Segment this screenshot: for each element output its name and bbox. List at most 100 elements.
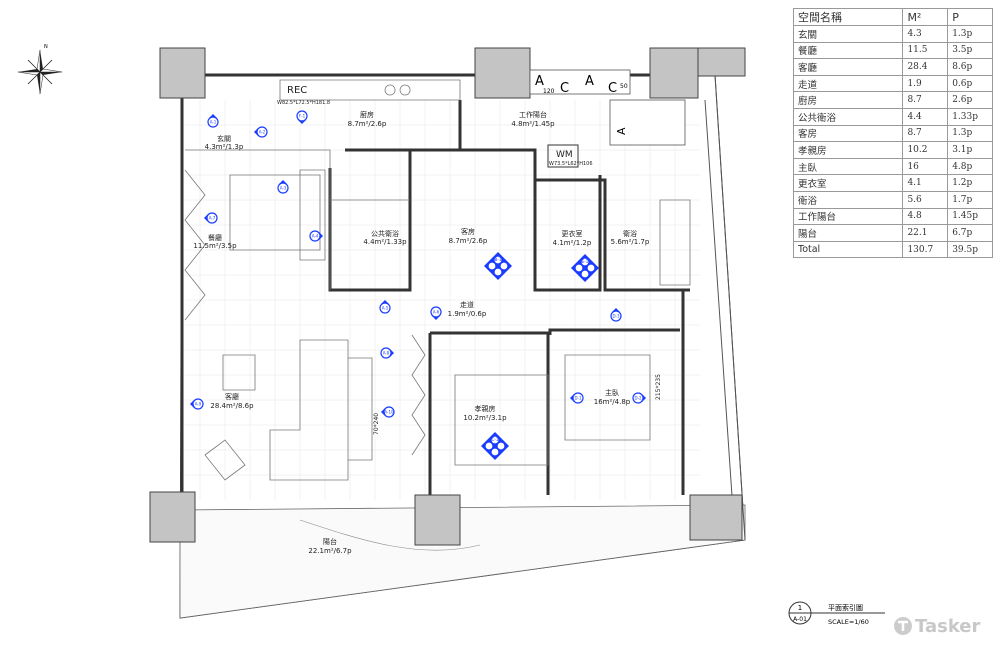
- area-m2-cell: 11.5: [902, 41, 949, 60]
- drawing-number: 1: [798, 604, 802, 612]
- svg-text:A-2: A-2: [259, 130, 266, 135]
- area-m2-cell: 8.7: [902, 91, 949, 109]
- view-marker: A-7: [204, 212, 218, 224]
- svg-text:A-7: A-7: [209, 216, 216, 221]
- svg-text:4.8m²/1.45p: 4.8m²/1.45p: [511, 120, 555, 128]
- view-marker: A-9: [190, 398, 204, 410]
- svg-text:5.6m²/1.7p: 5.6m²/1.7p: [611, 238, 650, 246]
- area-m2-cell: 4.1: [902, 174, 949, 192]
- room-master: 主臥: [605, 388, 619, 397]
- drawing-scale: SCALE=1/60: [828, 618, 869, 626]
- view-marker: A-6: [430, 306, 442, 320]
- area-ping-cell: 1.2p: [947, 174, 993, 192]
- svg-text:A: A: [585, 74, 594, 89]
- svg-text:10.2m²/3.1p: 10.2m²/3.1p: [463, 414, 507, 422]
- room-name-cell: 孝親房: [792, 141, 904, 159]
- view-marker: D-2: [632, 392, 646, 404]
- area-m2-cell: 22.1: [902, 224, 949, 242]
- north-label: N: [44, 44, 48, 50]
- svg-text:C: C: [608, 81, 617, 96]
- svg-text:215*235: 215*235: [655, 374, 662, 400]
- tv-cabinet: [348, 357, 373, 461]
- area-m2-cell: 4.3: [902, 25, 949, 43]
- svg-text:28.4m²/8.6p: 28.4m²/8.6p: [210, 402, 254, 410]
- room-entry: 玄關: [217, 134, 231, 143]
- compass-icon: N: [17, 44, 63, 95]
- tasker-logo-icon: [894, 617, 912, 635]
- room-parents: 孝親房: [475, 404, 496, 413]
- sheet-number: A-01: [793, 616, 807, 623]
- svg-text:11.5m²/3.5p: 11.5m²/3.5p: [193, 242, 237, 250]
- area-ping-cell: 4.8p: [947, 157, 993, 176]
- svg-text:8.7m²/2.6p: 8.7m²/2.6p: [449, 237, 488, 245]
- room-name-cell: 工作陽台: [792, 207, 904, 226]
- room-name-cell: 客廳: [792, 58, 904, 76]
- area-ping-cell: 1.3p: [947, 124, 993, 143]
- view-marker: A-1: [207, 114, 219, 128]
- room-kitchen: 廚房: [360, 110, 374, 119]
- room-labels: 玄關4.3m²/1.3p 廚房8.7m²/2.6p 工作陽台4.8m²/1.45…: [193, 110, 649, 555]
- svg-text:D-2: D-2: [634, 396, 642, 401]
- view-marker: A-3: [277, 180, 289, 194]
- view-marker: E-1: [571, 254, 599, 282]
- area-m2-cell: 8.7: [902, 124, 949, 143]
- svg-text:120: 120: [543, 88, 555, 95]
- svg-text:A-8: A-8: [383, 351, 390, 356]
- view-markers: A-1 F-1 A-2 A-3 A-7 A-4 B-1 A-5 A-6 A-8 …: [190, 110, 646, 460]
- svg-text:E-1: E-1: [582, 259, 589, 264]
- room-service-balcony: 工作陽台: [519, 110, 547, 119]
- view-marker: A-2: [254, 126, 268, 138]
- room-name-cell: 走道: [792, 74, 904, 93]
- dining-table: [229, 174, 321, 251]
- view-marker: F-1: [296, 110, 308, 124]
- svg-text:A-9: A-9: [195, 402, 202, 407]
- svg-text:8.7m²/2.6p: 8.7m²/2.6p: [348, 120, 387, 128]
- svg-text:4.1m²/1.2p: 4.1m²/1.2p: [553, 239, 592, 247]
- bathtub: [659, 199, 691, 286]
- rec-dimension: W82.5*L72.5*H181.8: [277, 100, 330, 106]
- room-bath: 衛浴: [623, 229, 637, 238]
- area-m2-cell: 4.4: [902, 107, 949, 126]
- balcony-area: [179, 504, 746, 619]
- area-ping-cell: P: [947, 8, 993, 26]
- area-ping-cell: 8.6p: [947, 58, 993, 76]
- view-marker: D-1: [570, 392, 584, 404]
- svg-text:A-10: A-10: [384, 410, 394, 415]
- svg-text:70*240: 70*240: [373, 413, 380, 435]
- area-ping-cell: 1.33p: [947, 107, 993, 126]
- room-name-cell: 陽台: [792, 224, 904, 242]
- coffee-table: [222, 354, 256, 391]
- sofa: [269, 339, 349, 481]
- area-ping-cell: 1.45p: [947, 207, 993, 226]
- drawing-title: 平面索引圖: [828, 603, 863, 612]
- view-marker: B-1: [484, 252, 512, 280]
- area-ping-cell: 6.7p: [947, 224, 993, 242]
- wm-label: WM: [556, 150, 573, 160]
- area-m2-cell: M²: [902, 8, 949, 26]
- structural-columns: [149, 47, 746, 546]
- svg-text:50: 50: [620, 83, 628, 90]
- room-name-cell: 廚房: [792, 91, 904, 109]
- svg-text:A-6: A-6: [433, 310, 440, 315]
- area-m2-cell: 28.4: [902, 58, 949, 76]
- svg-text:B-1: B-1: [495, 257, 502, 262]
- area-m2-cell: 16: [902, 157, 949, 176]
- svg-text:A: A: [535, 74, 544, 89]
- area-m2-cell: 1.9: [902, 74, 949, 93]
- svg-text:F-1: F-1: [299, 114, 306, 119]
- area-m2-cell: 4.8: [902, 207, 949, 226]
- svg-text:D-3: D-3: [612, 314, 620, 319]
- room-dining: 餐廳: [208, 233, 222, 242]
